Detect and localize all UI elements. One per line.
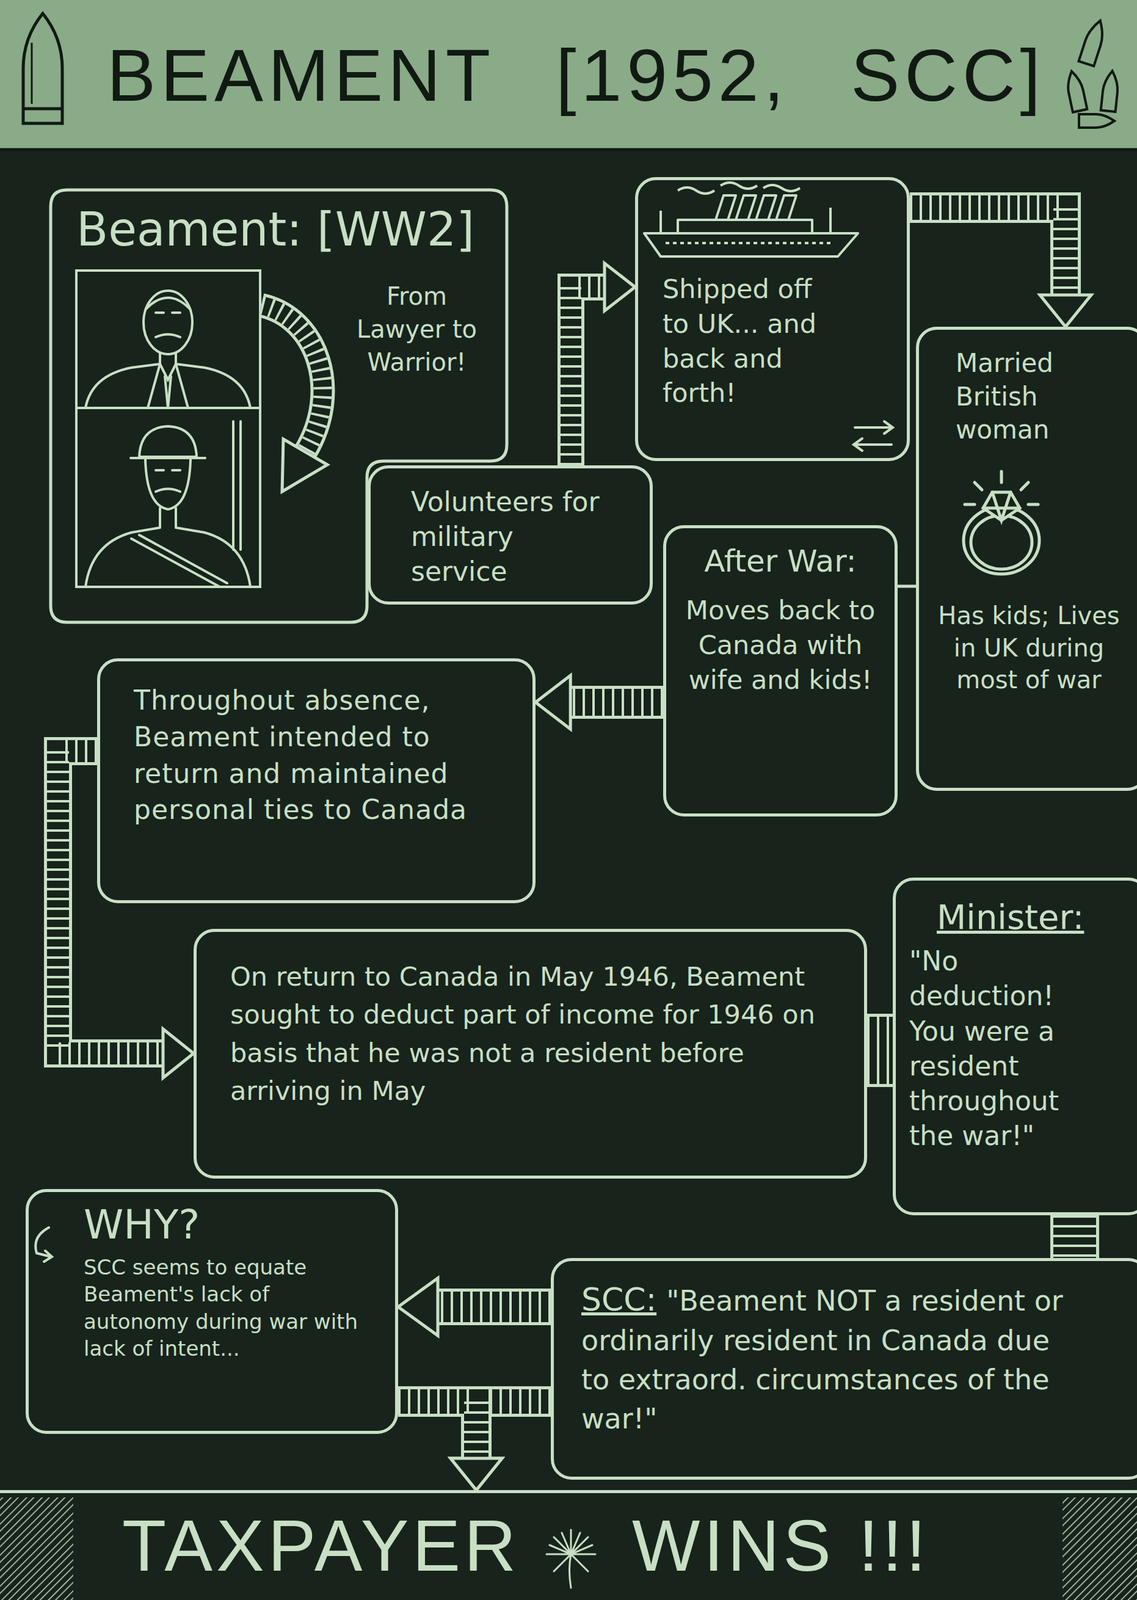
box-heading: SCC: — [581, 1281, 657, 1318]
band-hatching — [0, 1497, 74, 1600]
flow-arrow — [398, 1278, 551, 1336]
arrow-head — [450, 1458, 502, 1490]
box-heading: After War: — [681, 542, 880, 580]
marriage-box: Married British womanHas kids; Lives in … — [915, 326, 1137, 791]
verdict-text: TAXPAYER — [122, 1506, 520, 1586]
verdict-band: TAXPAYER WINS !!! — [0, 1489, 1137, 1600]
box-text: On return to Canada in May 1946, Beament… — [230, 957, 828, 1110]
band-outline — [570, 685, 664, 719]
band-outline — [867, 1013, 893, 1087]
box-text: "No deduction! You were a resident throu… — [909, 943, 1104, 1153]
fireworks — [546, 1529, 596, 1588]
band-fill — [570, 286, 605, 466]
scc-box: SCC:"Beament NOT a resident or ordinaril… — [550, 1257, 1137, 1480]
bullet-icon — [23, 13, 63, 124]
box-text: Shipped off to UK... and back and forth! — [662, 271, 846, 411]
band-outline — [570, 286, 605, 466]
volunteer-box: Volunteers for military service — [367, 465, 653, 605]
poster-title: BEAMENT [1952, SCC] — [106, 38, 1046, 112]
box-text: Has kids; Lives in UK during most of war — [928, 599, 1130, 697]
after-war-box: After War: Moves back to Canada with wife… — [663, 525, 898, 817]
box-text: SCC seems to equate Beament's lack of au… — [83, 1253, 371, 1362]
band-fill — [570, 688, 664, 716]
band-fill — [398, 1401, 477, 1459]
shipped-box: Shipped off to UK... and back and forth! — [635, 177, 910, 462]
box-text: Moves back to Canada with wife and kids! — [681, 592, 880, 697]
connector-line — [897, 584, 916, 589]
band-fill — [437, 1291, 551, 1323]
arrow-head — [535, 675, 571, 730]
arrow-head — [450, 1458, 502, 1490]
band-outline — [1050, 1215, 1100, 1258]
box-text: Throughout absence, Beament intended to … — [133, 682, 509, 829]
flow-arrow — [398, 1401, 502, 1490]
band-hatching — [437, 1291, 551, 1323]
band-fill — [867, 1016, 893, 1084]
band-hatching — [867, 1016, 893, 1084]
flow-arrow — [897, 586, 916, 587]
band-fill — [1053, 1215, 1097, 1258]
band-hatching — [398, 1401, 477, 1459]
box-heading: Minister: — [936, 896, 1104, 938]
ship-drawing — [644, 182, 858, 257]
box-heading: WHY? — [83, 1200, 371, 1249]
band-hatching — [570, 688, 664, 716]
band-hatching — [909, 207, 1066, 295]
flow-arrow — [570, 263, 636, 466]
bullets-icon — [1064, 18, 1120, 128]
banner-rule — [0, 148, 1137, 152]
flow-arrow — [535, 675, 664, 730]
arrow-head — [604, 263, 636, 311]
lawyer-soldier-figure — [76, 270, 261, 587]
band-hatching — [1062, 1497, 1137, 1600]
band-outline — [909, 207, 1066, 295]
box-text: Married British woman — [955, 346, 1115, 447]
arrow-head — [163, 1028, 194, 1078]
minister-box: Minister: "No deduction! You were a resid… — [892, 877, 1137, 1216]
ring-drawing — [963, 471, 1040, 574]
box-heading: Beament: [WW2] — [76, 202, 475, 256]
title-bar: BEAMENT [1952, SCC] — [0, 0, 1137, 150]
verdict-text: WINS !!! — [632, 1506, 930, 1586]
hook-arrow — [35, 1227, 52, 1262]
band-outline — [437, 1288, 551, 1326]
band-hatching — [1053, 1215, 1097, 1258]
box-text: From Lawyer to Warrior! — [351, 279, 483, 379]
flow-arrow — [867, 1050, 893, 1051]
band-fill — [909, 207, 1066, 295]
back-forth-arrows — [853, 421, 893, 451]
band-hatching — [570, 286, 605, 466]
intent-box: Throughout absence, Beament intended to … — [97, 658, 536, 904]
return-box: On return to Canada in May 1946, Beament… — [193, 928, 868, 1179]
band-outline — [398, 1401, 477, 1459]
transformation-arrow — [261, 305, 328, 492]
arrow-head — [398, 1278, 438, 1336]
flow-arrow — [1074, 1215, 1076, 1258]
why-box: WHY?SCC seems to equate Beament's lack o… — [25, 1188, 399, 1434]
box-text: Volunteers for military service — [410, 484, 613, 590]
flow-arrow — [909, 207, 1092, 327]
arrow-head — [1039, 294, 1092, 327]
title-banner — [0, 0, 1137, 150]
